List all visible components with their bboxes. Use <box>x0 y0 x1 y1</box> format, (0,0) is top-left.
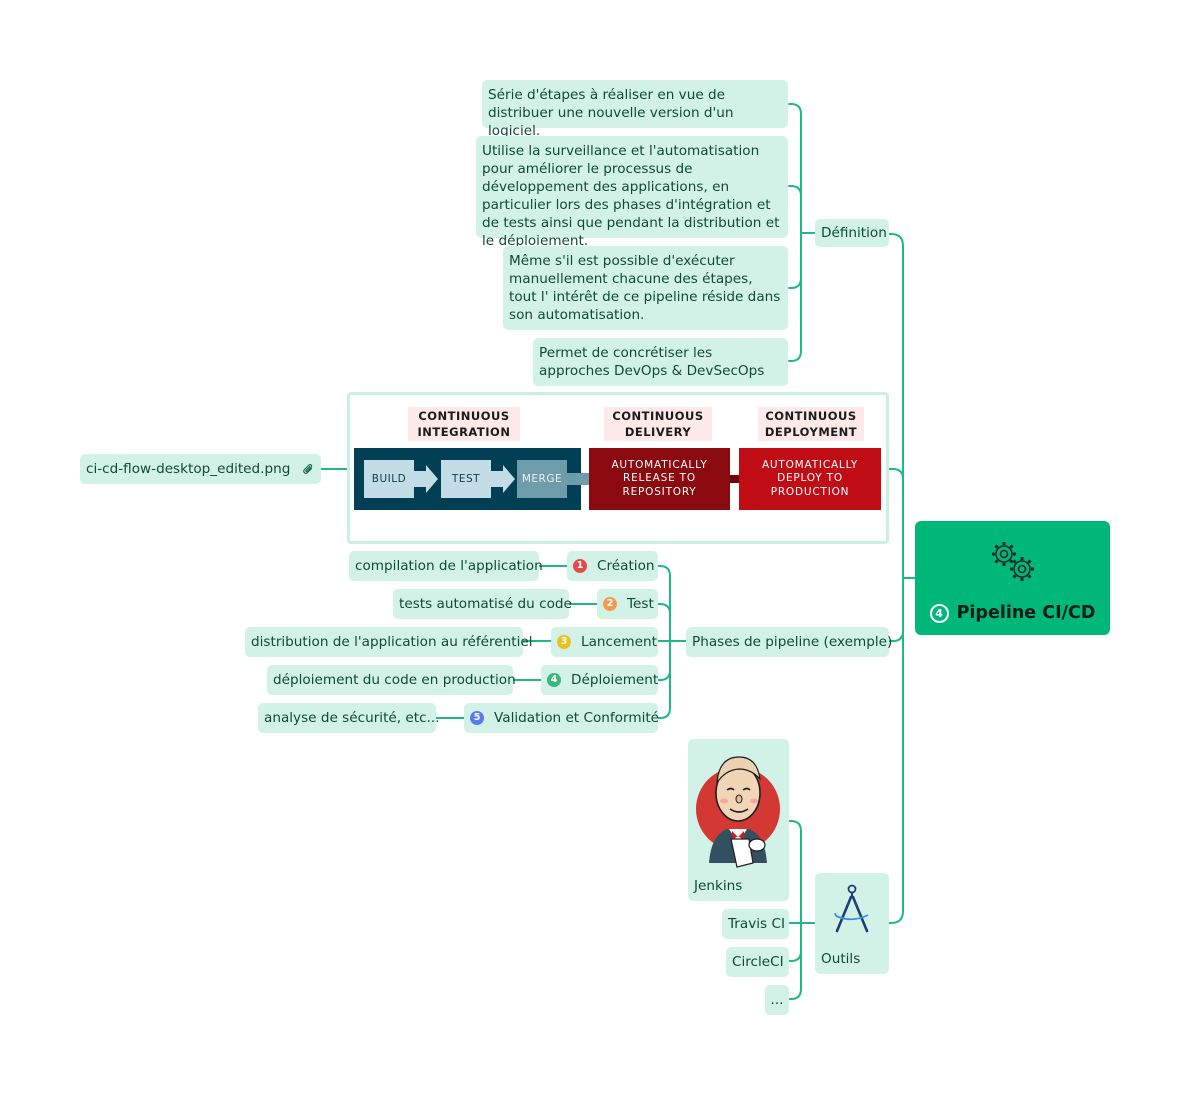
attachment-node[interactable]: ci-cd-flow-desktop_edited.png <box>80 454 321 484</box>
phase-item-3[interactable]: 3 Lancement <box>551 627 658 657</box>
phase-3-badge: 3 <box>557 635 571 649</box>
gears-icon <box>992 542 1034 581</box>
phase-detail-4[interactable]: déploiement du code en production <box>267 665 516 695</box>
deploy-block: AUTOMATICALLY DEPLOY TO PRODUCTION <box>739 448 881 510</box>
jenkins-butler-icon <box>696 756 780 868</box>
definition-item-1[interactable]: Série d'étapes à réaliser en vue de dist… <box>482 80 788 139</box>
root-title: Pipeline CI/CD <box>956 603 1096 623</box>
tools-label: Outils <box>821 951 861 967</box>
phases-label: Phases de pipeline (exemple) <box>692 634 893 650</box>
phase-item-4[interactable]: 4 Déploiement <box>541 665 658 695</box>
phase-detail-1[interactable]: compilation de l'application <box>349 551 543 581</box>
ci-cd-image-node[interactable]: CONTINUOUS INTEGRATION CONTINUOUS DELIVE… <box>347 392 889 544</box>
root-title-row: 4 Pipeline CI/CD <box>915 603 1110 623</box>
phase-5-detail: analyse de sécurité, etc... <box>264 710 440 726</box>
phase-4-badge: 4 <box>547 673 561 687</box>
tools-node[interactable]: Outils <box>815 873 889 974</box>
header-continuous-deployment: CONTINUOUS DEPLOYMENT <box>758 407 864 441</box>
definition-item-3[interactable]: Même s'il est possible d'exécuter manuel… <box>503 246 788 330</box>
paperclip-icon <box>303 463 313 474</box>
step-test: TEST <box>441 460 491 498</box>
phase-1-detail: compilation de l'application <box>355 558 543 574</box>
phase-1-badge: 1 <box>573 559 587 573</box>
phase-item-5[interactable]: 5 Validation et Conformité <box>464 703 660 733</box>
phase-4-label: Déploiement <box>571 672 659 688</box>
tool-travis-ci[interactable]: Travis CI <box>722 909 789 939</box>
definition-item-3-text: Même s'il est possible d'exécuter manuel… <box>509 253 781 323</box>
header-continuous-integration: CONTINUOUS INTEGRATION <box>408 407 520 441</box>
phase-4-detail: déploiement du code en production <box>273 672 516 688</box>
definition-item-1-text: Série d'étapes à réaliser en vue de dist… <box>488 87 734 139</box>
phase-item-1[interactable]: 1 Création <box>567 551 658 581</box>
phase-3-label: Lancement <box>581 634 657 650</box>
phase-5-label: Validation et Conformité <box>494 710 660 726</box>
tool-travis-ci-label: Travis CI <box>728 916 785 932</box>
tool-jenkins[interactable]: Jenkins <box>688 739 789 901</box>
phase-2-detail: tests automatisé du code <box>399 596 572 612</box>
tool-circleci-label: CircleCI <box>732 954 784 970</box>
root-node[interactable]: 4 Pipeline CI/CD <box>915 521 1110 635</box>
root-number-badge: 4 <box>929 603 949 623</box>
phases-node[interactable]: Phases de pipeline (exemple) <box>686 627 893 657</box>
definition-label: Définition <box>821 225 887 241</box>
phase-2-badge: 2 <box>603 597 617 611</box>
delivery-block: AUTOMATICALLY RELEASE TO REPOSITORY <box>589 448 730 510</box>
attachment-label: ci-cd-flow-desktop_edited.png <box>86 461 291 477</box>
phase-3-detail: distribution de l'application au référen… <box>251 634 533 650</box>
phase-1-label: Création <box>597 558 655 574</box>
phase-detail-3[interactable]: distribution de l'application au référen… <box>245 627 533 657</box>
phase-2-label: Test <box>627 596 654 612</box>
tool-more[interactable]: ... <box>765 985 789 1015</box>
definition-node[interactable]: Définition <box>815 219 889 247</box>
compass-icon <box>834 884 869 933</box>
definition-item-4[interactable]: Permet de concrétiser les approches DevO… <box>533 338 788 386</box>
tool-circleci[interactable]: CircleCI <box>726 947 789 977</box>
header-continuous-delivery: CONTINUOUS DELIVERY <box>604 407 712 441</box>
tool-jenkins-label: Jenkins <box>694 878 743 894</box>
step-build: BUILD <box>364 460 414 498</box>
phase-5-badge: 5 <box>470 711 484 725</box>
definition-item-2-text: Utilise la surveillance et l'automatisat… <box>482 143 780 249</box>
definition-item-4-text: Permet de concrétiser les approches DevO… <box>539 345 765 379</box>
phase-item-2[interactable]: 2 Test <box>597 589 658 619</box>
tool-more-label: ... <box>770 992 784 1008</box>
phase-detail-2[interactable]: tests automatisé du code <box>393 589 572 619</box>
definition-item-2[interactable]: Utilise la surveillance et l'automatisat… <box>476 136 788 249</box>
phase-detail-5[interactable]: analyse de sécurité, etc... <box>258 703 440 733</box>
step-merge: MERGE <box>517 460 567 498</box>
